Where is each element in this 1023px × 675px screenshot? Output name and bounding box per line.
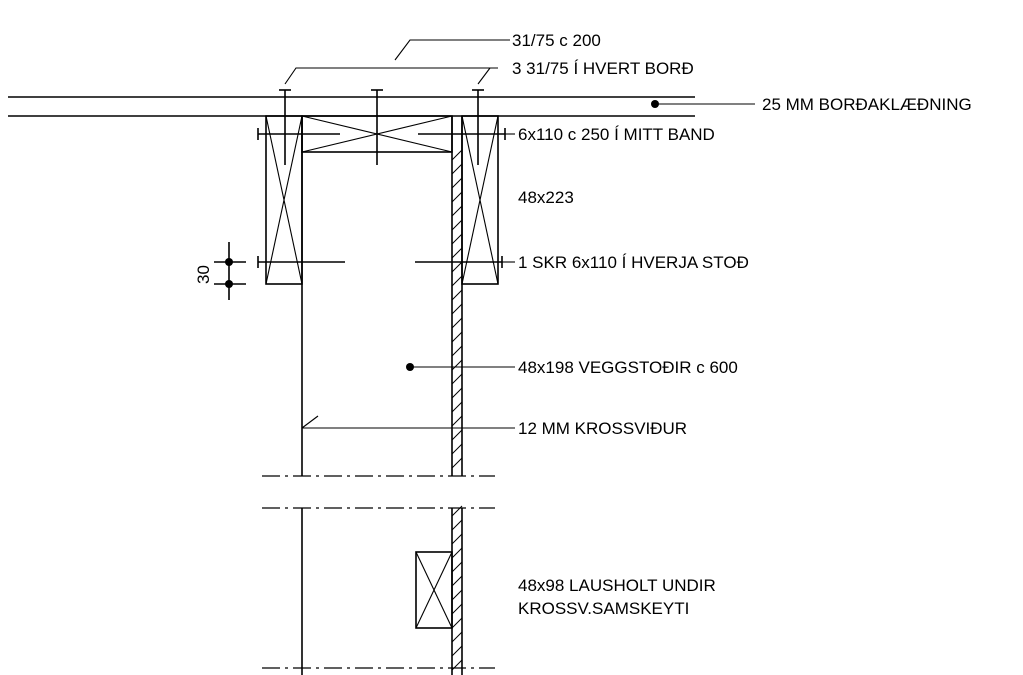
- leader-board-cladding: [651, 100, 755, 108]
- wall-stud-lower: [301, 508, 463, 675]
- leader-nails-per-board: [284, 67, 498, 85]
- label-nails-per-board: 3 31/75 Í HVERT BORÐ: [512, 59, 694, 78]
- label-bolts-mid-band: 6x110 c 250 Í MITT BAND: [518, 125, 715, 144]
- hatch-stroke: [451, 317, 463, 329]
- hatch-stroke: [451, 177, 463, 189]
- label-board-cladding: 25 MM BORÐAKLÆÐNING: [762, 95, 972, 114]
- hatch-stroke: [451, 247, 463, 259]
- hatch-stroke: [451, 443, 463, 455]
- hatch-stroke: [451, 429, 463, 441]
- leader-wall-studs: [406, 363, 515, 371]
- plywood-hatch-lower: [451, 505, 463, 671]
- plywood-hatch-upper: [451, 149, 463, 469]
- label-screw-per-stud: 1 SKR 6x110 Í HVERJA STOÐ: [518, 253, 749, 272]
- label-wall-studs: 48x198 VEGGSTOÐIR c 600: [518, 358, 738, 377]
- hatch-stroke: [451, 547, 463, 559]
- hatch-stroke: [451, 261, 463, 273]
- nails: [279, 89, 484, 165]
- hatch-stroke: [451, 303, 463, 315]
- hatch-stroke: [451, 345, 463, 357]
- blocking-48x98: [415, 551, 453, 629]
- hatch-stroke: [451, 533, 463, 545]
- label-beam-48x223: 48x223: [518, 188, 574, 207]
- right-beam-48x223: [461, 115, 499, 285]
- hatch-stroke: [451, 205, 463, 217]
- hatch-stroke: [451, 561, 463, 573]
- hatch-stroke: [451, 659, 463, 671]
- hatch-stroke: [451, 415, 463, 427]
- bolt-lower: [257, 256, 503, 268]
- hatch-stroke: [451, 331, 463, 343]
- board-cladding: [8, 96, 695, 117]
- hatch-stroke: [451, 603, 463, 615]
- left-beam-48x223: [265, 115, 303, 285]
- hatch-stroke: [451, 387, 463, 399]
- hatch-stroke: [451, 457, 463, 469]
- hatch-stroke: [451, 519, 463, 531]
- hatch-stroke: [451, 373, 463, 385]
- hatch-stroke: [451, 575, 463, 587]
- hatch-stroke: [451, 163, 463, 175]
- dimension-30: [214, 242, 246, 300]
- break-centerlines: [262, 475, 495, 669]
- hatch-stroke: [451, 359, 463, 371]
- leader-plywood: [301, 415, 515, 429]
- hatch-stroke: [451, 289, 463, 301]
- label-nails-c200: 31/75 c 200: [512, 31, 601, 50]
- dimension-30-label: 30: [194, 265, 213, 284]
- hatch-stroke: [451, 589, 463, 601]
- hatch-stroke: [451, 219, 463, 231]
- hatch-stroke: [451, 505, 463, 517]
- bolt-upper: [257, 128, 506, 140]
- hatch-stroke: [451, 191, 463, 203]
- hatch-stroke: [451, 401, 463, 413]
- label-plywood: 12 MM KROSSVIÐUR: [518, 419, 687, 438]
- hatch-stroke: [451, 149, 463, 161]
- hatch-stroke: [451, 233, 463, 245]
- wall-stud-upper: [301, 116, 463, 476]
- hatch-stroke: [451, 275, 463, 287]
- label-blocking-line1: 48x98 LAUSHOLT UNDIR: [518, 576, 716, 595]
- leader-nails-c200: [394, 39, 510, 61]
- hatch-stroke: [451, 617, 463, 629]
- hatch-stroke: [451, 631, 463, 643]
- label-blocking-line2: KROSSV.SAMSKEYTI: [518, 599, 689, 618]
- hatch-stroke: [451, 645, 463, 657]
